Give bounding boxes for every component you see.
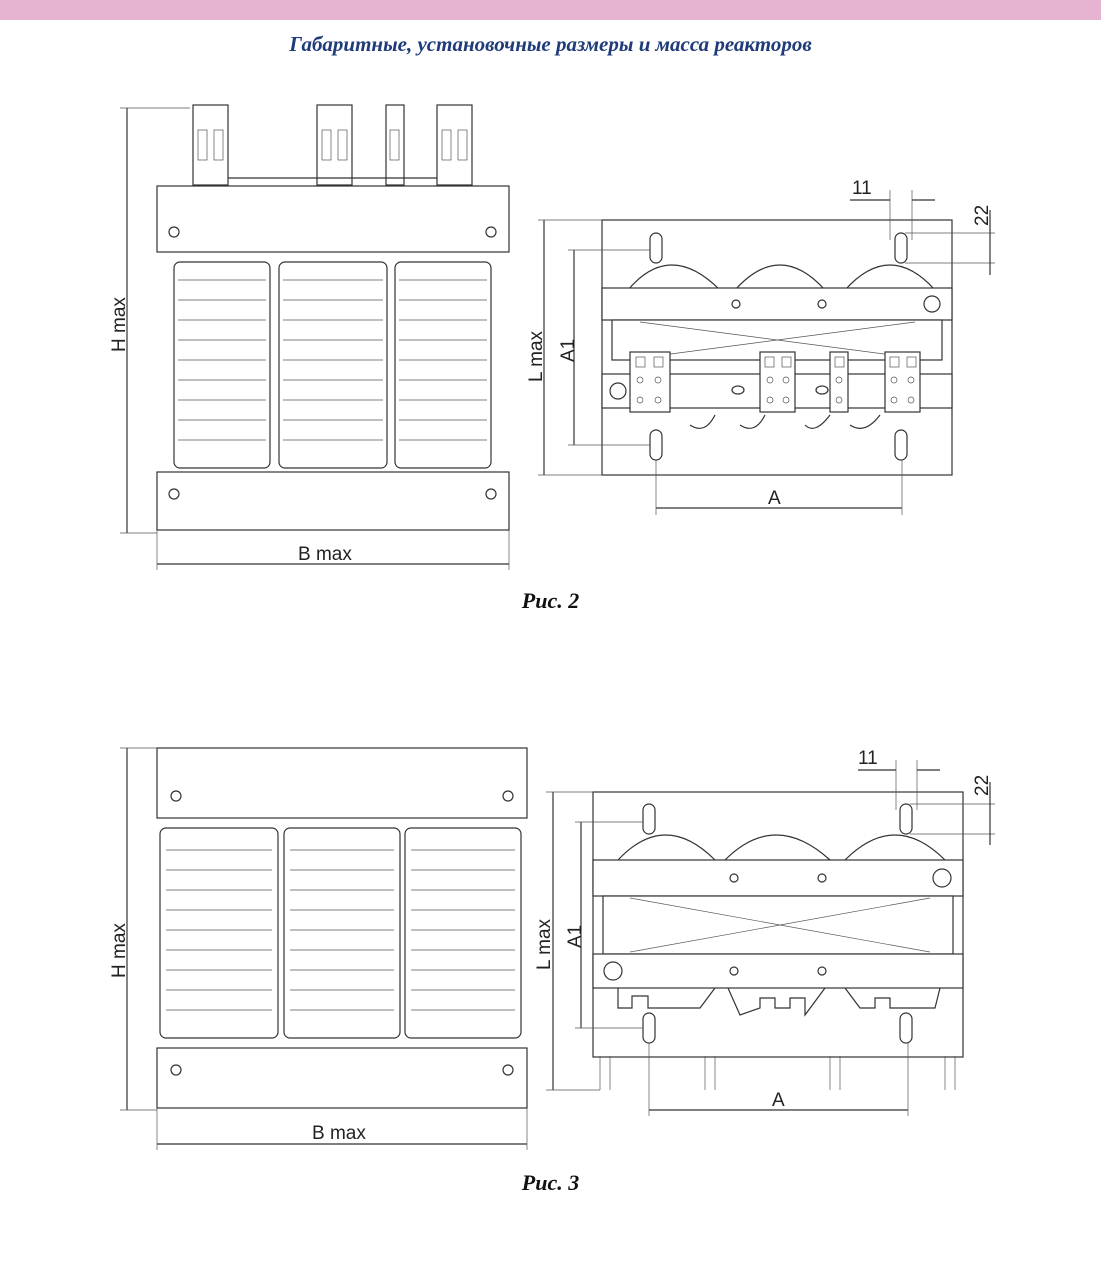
a1-label: A1 [565, 925, 586, 948]
a-label: A [768, 488, 781, 509]
top-yoke [156, 185, 510, 253]
top-view-2: L max A1 A 11 22 [526, 178, 995, 515]
a-label: A [772, 1090, 785, 1111]
top-view-3: L max A1 A 11 22 [534, 748, 995, 1116]
page-title: Габаритные, установочные размеры и масса… [289, 32, 812, 56]
caption-fig-3: Рис. 3 [521, 1170, 580, 1195]
top-yoke [156, 747, 528, 819]
top-color-band [0, 0, 1101, 20]
dim-22-label: 22 [972, 205, 993, 226]
bottom-yoke [156, 471, 510, 531]
figure-3-drawing: H max B max [109, 747, 995, 1150]
dim-11-label: 11 [858, 748, 878, 769]
l-max-label: L max [534, 918, 555, 970]
l-max-label: L max [526, 330, 547, 382]
h-max-label: H max [109, 923, 130, 978]
h-max-label: H max [109, 297, 130, 352]
b-max-label: B max [312, 1123, 366, 1144]
figure-2: H max B max [0, 90, 1101, 630]
bottom-yoke [156, 1047, 528, 1109]
front-view-3: H max B max [109, 747, 528, 1150]
dim-22-label: 22 [972, 775, 993, 796]
a1-label: A1 [558, 339, 579, 362]
figure-3: H max B max [0, 730, 1101, 1210]
front-view-2: H max B max [109, 104, 510, 570]
b-max-label: B max [298, 544, 352, 565]
figure-2-drawing: H max B max [109, 104, 995, 570]
caption-fig-2: Рис. 2 [521, 588, 580, 613]
coils [173, 261, 492, 469]
top-terminals [192, 104, 473, 186]
dim-11-label: 11 [852, 178, 872, 199]
